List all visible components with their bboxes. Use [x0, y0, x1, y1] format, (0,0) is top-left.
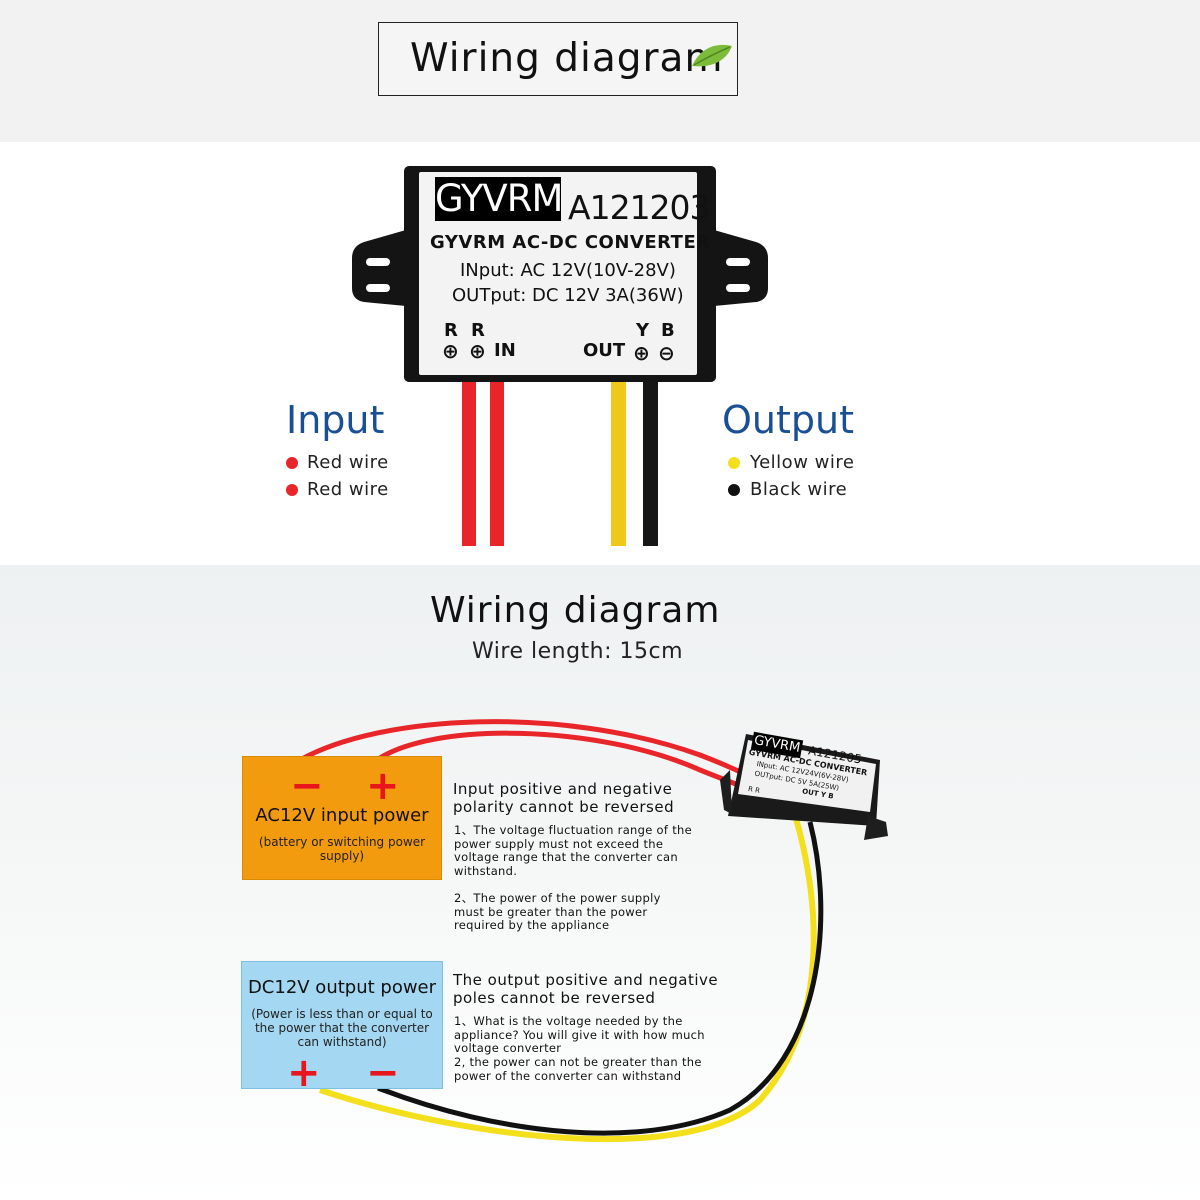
pin-label-y: Y [636, 320, 650, 341]
title-frame [378, 22, 738, 96]
black-wire [643, 380, 658, 546]
input-notes-heading: Input positive and negative polarity can… [453, 780, 675, 816]
leaf-icon [692, 44, 732, 67]
output-wire-label: Black wire [750, 479, 848, 500]
output-notes-heading: The output positive and negative poles c… [453, 971, 719, 1007]
input-heading: Input [286, 398, 385, 442]
black-dot-icon [728, 484, 740, 496]
pin-label-r2: R [471, 320, 485, 341]
output-note-1: 1、What is the voltage needed by the appl… [454, 1014, 705, 1055]
yellow-output-wire [319, 814, 817, 1143]
output-spec-label: OUTput: DC 12V 3A(36W) [452, 285, 684, 306]
model-number: A121203 [568, 188, 711, 227]
output-note-2: 2, the power can not be greater than the… [454, 1055, 702, 1083]
dc-box-subtitle: (Power is less than or equal to the powe… [251, 1007, 433, 1049]
plus-symbol-icon: ⊕ [633, 341, 650, 365]
output-heading: Output [722, 398, 854, 442]
mounting-ears [352, 230, 768, 306]
wire-length-label: Wire length: 15cm [472, 639, 684, 664]
pin-label-in: IN [494, 340, 516, 361]
plus-symbol-icon: ⊕ [469, 339, 486, 363]
dc-box-title: DC12V output power [247, 977, 437, 998]
plus-sign-icon: + [287, 1050, 321, 1096]
red-wire-2 [490, 380, 504, 546]
mini-converter-module: GYVRM A121205 GYVRM AC-DC CONVERTER INpu… [718, 728, 888, 848]
input-spec-label: INput: AC 12V(10V-28V) [460, 260, 676, 281]
pin-label-b: B [661, 320, 675, 341]
plus-sign-icon: + [366, 763, 400, 809]
mini-module-housing [720, 734, 888, 840]
output-wire-label: Yellow wire [750, 452, 855, 473]
black-output-wire [377, 821, 824, 1136]
ac-box-subtitle: (battery or switching power supply) [258, 835, 426, 863]
input-wire-label: Red wire [307, 479, 389, 500]
yellow-wire [611, 380, 626, 546]
plus-symbol-icon: ⊕ [442, 339, 459, 363]
minus-symbol-icon: ⊖ [658, 341, 675, 365]
red-dot-icon [286, 457, 298, 469]
red-wire-1 [462, 380, 476, 546]
converter-type-label: GYVRM AC-DC CONVERTER [430, 232, 711, 253]
input-note-2: 2、The power of the power supply must be … [454, 891, 661, 932]
dc-output-power-box [241, 961, 443, 1089]
red-dot-icon [286, 484, 298, 496]
section-title: Wiring diagram [430, 590, 721, 631]
ac-input-power-box [242, 756, 442, 880]
minus-sign-icon: − [290, 763, 324, 809]
pin-label-out: OUT [583, 340, 626, 361]
pin-label-r1: R [444, 320, 458, 341]
brand-logo: GYVRM [435, 177, 563, 221]
minus-sign-icon: − [366, 1050, 400, 1096]
page-title: Wiring diagram [410, 36, 724, 81]
input-wire-label: Red wire [307, 452, 389, 473]
yellow-dot-icon [728, 457, 740, 469]
input-note-1: 1、The voltage fluctuation range of the p… [454, 823, 692, 878]
lower-section-background [0, 565, 1200, 1200]
ac-box-title: AC12V input power [255, 805, 429, 826]
